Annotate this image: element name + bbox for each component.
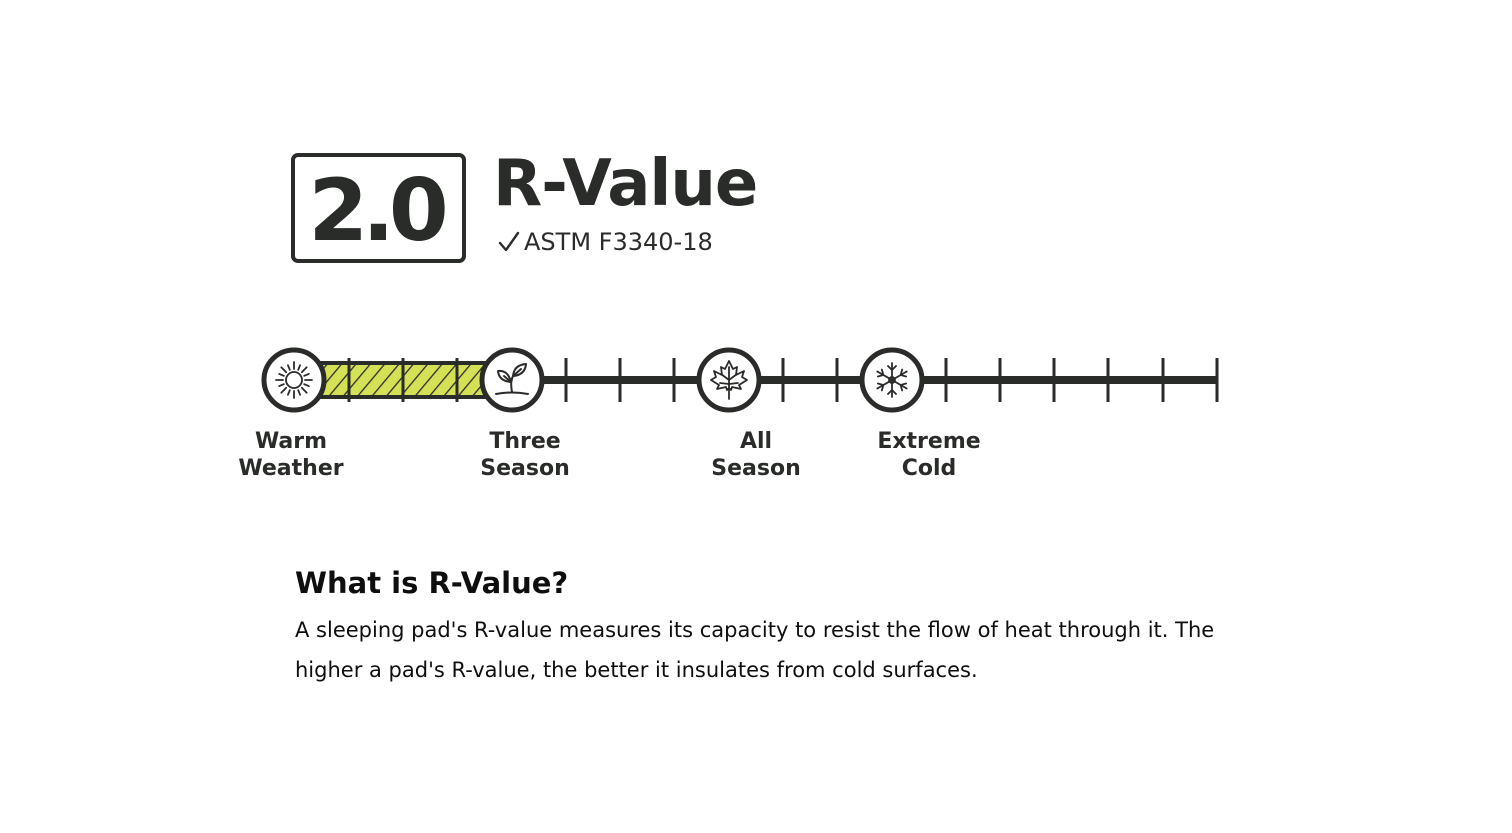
scale-marker-all (696, 347, 762, 413)
maple-leaf-icon (710, 360, 748, 400)
scale-label-line: Extreme (877, 429, 981, 454)
sprout-icon (495, 363, 529, 395)
scale-marker-warm (261, 347, 327, 413)
sun-icon (275, 361, 313, 399)
standard-text: ASTM F3340-18 (524, 228, 713, 256)
scale-label-extreme: Extreme Cold (829, 428, 1029, 482)
check-icon (498, 231, 520, 252)
scale-label-line: Season (711, 456, 801, 481)
scale-label-line: Three (489, 429, 561, 454)
scale-label-line: Cold (901, 456, 957, 481)
scale-label-three: Three Season (425, 428, 625, 482)
standard-certification: ASTM F3340-18 (498, 230, 713, 254)
rvalue-badge: 2.0 (291, 153, 466, 263)
scale-marker-three (479, 347, 545, 413)
scale-label-warm: Warm Weather (191, 428, 391, 482)
scale-label-all: All Season (656, 428, 856, 482)
rvalue-title: R-Value (493, 147, 758, 221)
info-body: A sleeping pad's R-value measures its ca… (295, 618, 1215, 682)
scale-marker-extreme (859, 347, 925, 413)
rvalue-number: 2.0 (308, 161, 448, 261)
scale-ticks (347, 358, 1219, 402)
scale-label-line: All (739, 429, 773, 454)
scale-label-line: Warm (254, 429, 328, 454)
scale-label-line: Weather (238, 456, 344, 481)
snowflake-icon (876, 362, 908, 398)
info-heading: What is R-Value? (295, 566, 569, 600)
scale-label-line: Season (480, 456, 570, 481)
